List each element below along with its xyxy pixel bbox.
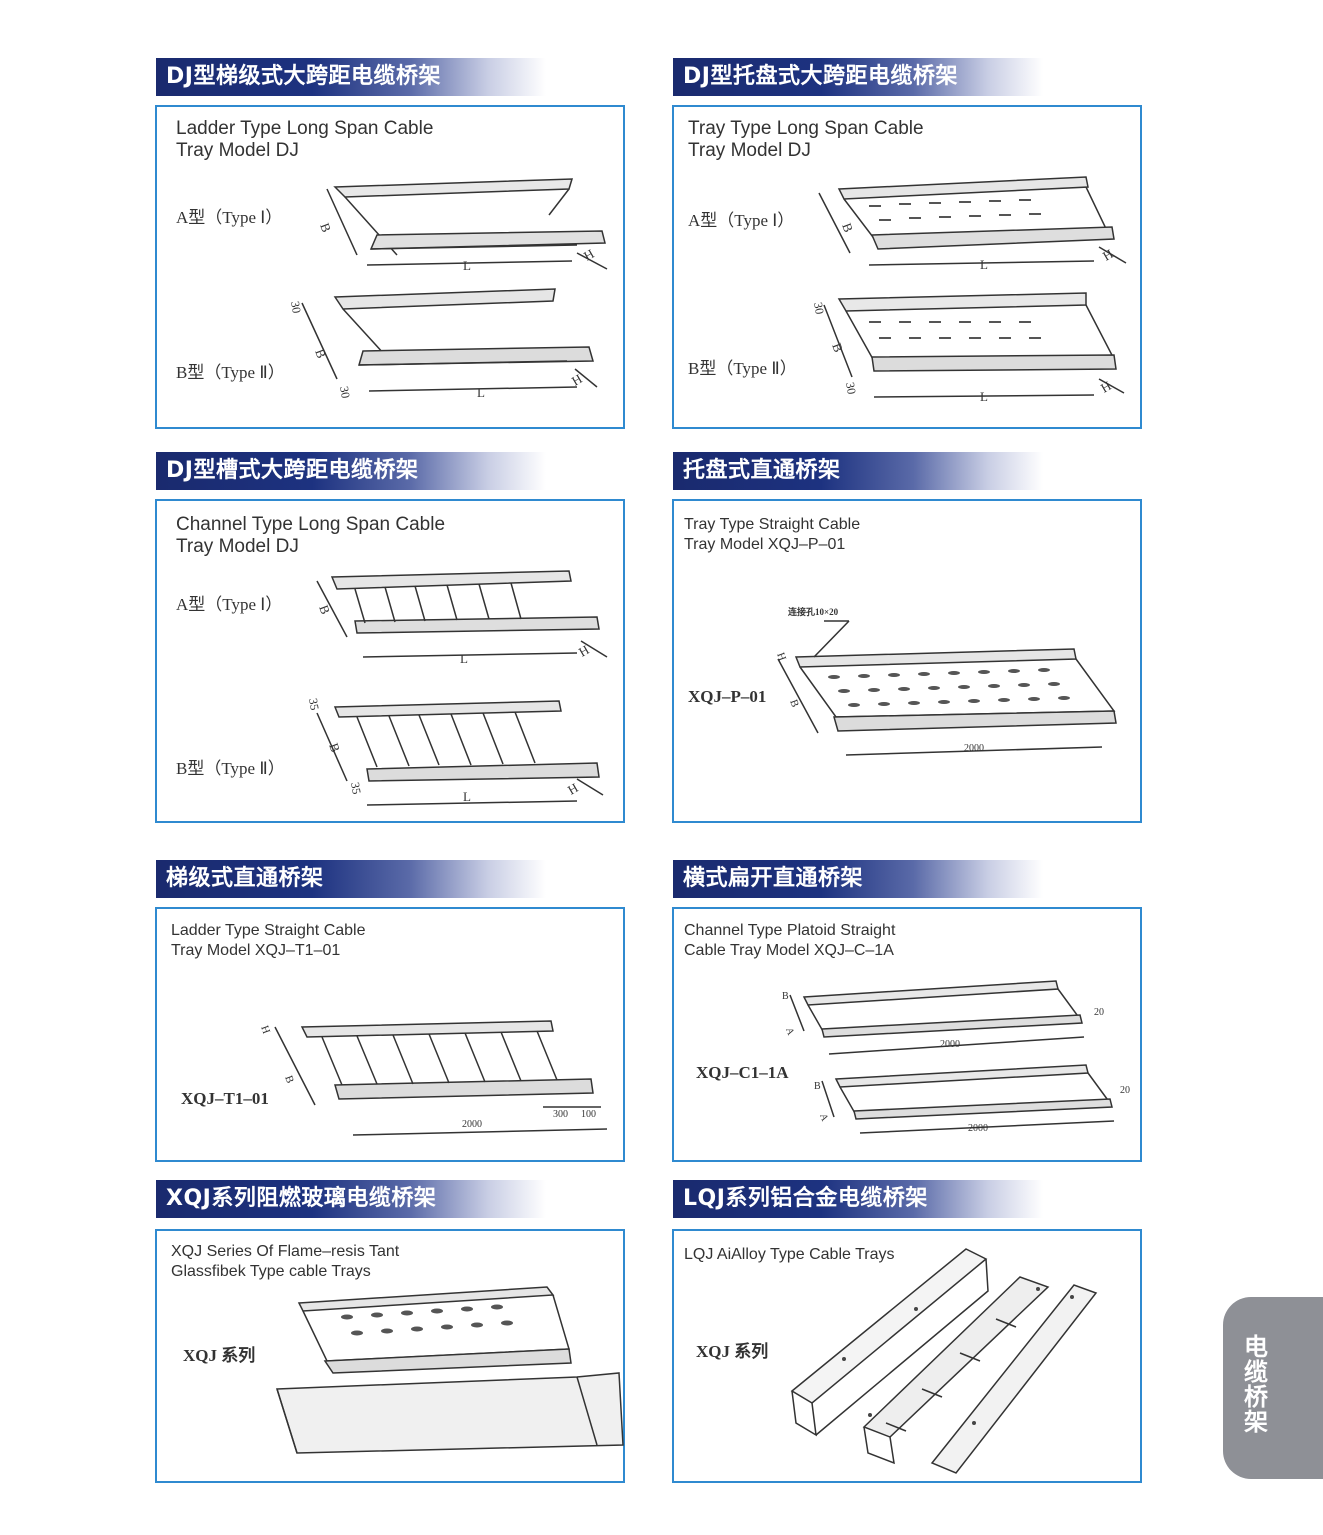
dim-l-label: L [460,651,468,666]
dim-a-label: A [783,1026,796,1037]
panel-header: DJ型托盘式大跨距电缆桥架 [673,58,1043,96]
dim-a-label: A [817,1112,830,1123]
dim-20-label: 20 [1094,1007,1104,1018]
panel-description: Channel Type Platoid Straight Cable Tray… [684,922,896,959]
panel-description: Channel Type Long Span Cable Tray Model … [176,514,446,557]
dim-30-label: 30 [337,385,353,399]
panel-header: XQJ系列阻燃玻璃电缆桥架 [156,1180,546,1218]
panel-box: Tray Type Long Span Cable Tray Model DJ … [672,105,1142,429]
dim-b-label: B [316,603,333,617]
panel-description: Ladder Type Long Span Cable Tray Model D… [176,118,434,161]
dim-l-label: L [477,385,485,400]
panel-header: DJ型槽式大跨距电缆桥架 [156,452,546,490]
dim-30-label: 30 [288,300,304,314]
dim-l-label: L [463,258,471,273]
perforated-tray-drawing: B L H 30 B 30 L H [811,176,1127,404]
model-label: XQJ–C1–1A [696,1063,789,1082]
model-label: XQJ 系列 [696,1342,769,1361]
panel-box: Ladder Type Straight Cable Tray Model XQ… [155,907,625,1162]
dim-35-label: 35 [306,697,322,711]
dim-length-label: 2000 [964,743,984,754]
side-tab-label: 电缆桥架 [1244,1333,1268,1436]
panel-header: 梯级式直通桥架 [156,860,546,898]
type-a-label: A型（Type Ⅰ） [688,211,795,230]
dim-length-label: 2000 [940,1039,960,1050]
dim-30-label: 30 [811,301,827,315]
section-side-tab: 电缆桥架 [1223,1297,1323,1479]
channel-tray-drawing: B L H 35 B 35 L H [306,570,608,806]
hole-spec-label: 连接孔10×20 [788,606,839,617]
dim-h-label: H [581,246,597,264]
dim-h-label: H [1098,378,1114,396]
dim-b-label: B [829,341,846,355]
dim-300-label: 300 [553,1109,568,1120]
panel-description: Ladder Type Straight Cable Tray Model XQ… [171,922,366,959]
dim-b-label: B [787,698,801,709]
panel-header: 横式扁开直通桥架 [673,860,1043,898]
panel-box: XQJ Series Of Flame–resis Tant Glassfibe… [155,1229,625,1483]
dim-h-label: H [576,642,592,660]
dim-h-label: H [565,780,581,798]
type-a-label: A型（Type Ⅰ） [176,595,283,614]
type-a-label: A型（Type Ⅰ） [176,208,283,227]
panel-box: Ladder Type Long Span Cable Tray Model D… [155,105,625,429]
ladder-tray-drawing: B L H 30 B 30 L H [288,178,608,400]
panel-description: Tray Type Long Span Cable Tray Model DJ [688,118,924,161]
dim-b-label: B [814,1081,821,1092]
tray-straight-drawing: 连接孔10×20 H B 2000 [774,606,1117,756]
panel-header: DJ型梯级式大跨距电缆桥架 [156,58,546,96]
type-b-label: B型（Type Ⅱ） [688,359,797,378]
type-b-label: B型（Type Ⅱ） [176,363,285,382]
dim-l-label: L [980,389,988,404]
dim-b-label: B [317,221,334,235]
panel-box: LQJ AiAlloy Type Cable Trays XQJ 系列 [672,1229,1142,1483]
model-label: XQJ–P–01 [688,687,767,706]
panel-description: LQJ AiAlloy Type Cable Trays [684,1246,895,1263]
ladder-straight-drawing: H B 300 100 2000 [258,1020,608,1136]
dim-l-label: L [980,257,988,272]
model-label: XQJ 系列 [183,1346,256,1365]
dim-20-label: 20 [1120,1085,1130,1096]
model-label: XQJ–T1–01 [181,1089,269,1108]
panel-box: Tray Type Straight Cable Tray Model XQJ–… [672,499,1142,823]
dim-length-label: 2000 [462,1119,482,1130]
panel-header: LQJ系列铝合金电缆桥架 [673,1180,1043,1218]
platoid-tray-drawing: B A 20 2000 B A 20 2000 [782,980,1130,1134]
type-b-label: B型（Type Ⅱ） [176,759,285,778]
dim-h-label: H [258,1024,272,1036]
dim-b-label: B [782,991,789,1002]
dim-h-label: H [569,371,585,389]
panel-description: XQJ Series Of Flame–resis Tant Glassfibe… [171,1243,400,1280]
panel-box: Channel Type Platoid Straight Cable Tray… [672,907,1142,1162]
dim-100-label: 100 [581,1109,596,1120]
dim-length-label: 2000 [968,1123,988,1134]
dim-b-label: B [839,221,856,235]
dim-30-label: 30 [843,381,859,395]
dim-l-label: L [463,789,471,804]
dim-b-label: B [282,1074,296,1085]
dim-35-label: 35 [348,781,364,795]
dim-h-label: H [774,651,788,663]
panel-description: Tray Type Straight Cable Tray Model XQJ–… [684,516,861,553]
glassfibre-tray-drawing [275,1286,624,1454]
panel-box: Channel Type Long Span Cable Tray Model … [155,499,625,823]
panel-header: 托盘式直通桥架 [673,452,1043,490]
aluminium-tray-drawing [790,1248,1098,1474]
